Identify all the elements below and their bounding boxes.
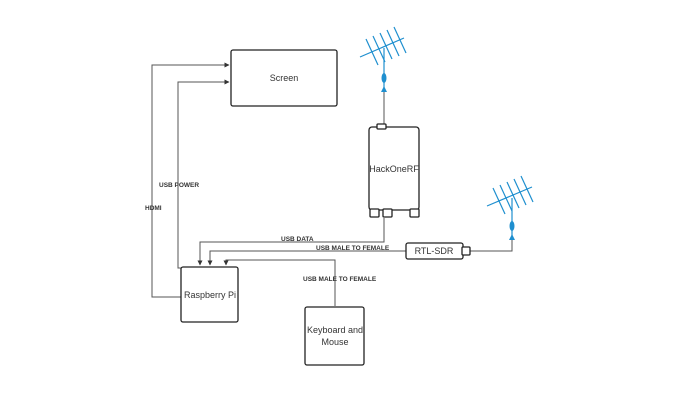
screen-label: Screen xyxy=(270,73,299,83)
keyboard-label-line1: Keyboard and xyxy=(307,325,363,335)
hackrf-node: HackOneRF xyxy=(368,123,420,218)
keyboard-mouse-node: Keyboard and Mouse xyxy=(304,306,365,366)
usb-m2f-kbd-label: USB MALE TO FEMALE xyxy=(303,276,377,283)
rtlsdr-antenna-cable xyxy=(470,232,513,252)
usb-power-label: USB POWER xyxy=(159,182,199,189)
usb-data-label: USB DATA xyxy=(281,236,314,243)
raspberry-pi-label: Raspberry Pi xyxy=(184,290,236,300)
hackrf-label: HackOneRF xyxy=(369,164,419,174)
screen-node: Screen xyxy=(230,49,338,107)
hdmi-connector xyxy=(151,62,230,298)
raspberry-pi-node: Raspberry Pi xyxy=(180,266,239,323)
yagi-antenna-icon xyxy=(486,175,534,240)
usb-data-connector xyxy=(197,218,385,266)
keyboard-label-line2: Mouse xyxy=(321,337,348,347)
rtlsdr-label: RTL-SDR xyxy=(415,246,454,256)
hdmi-label: HDMI xyxy=(145,205,162,212)
rtlsdr-node: RTL-SDR xyxy=(405,242,471,260)
usb-power-connector xyxy=(177,79,230,269)
yagi-antenna-icon xyxy=(359,26,407,92)
usb-m2f-rtl-label: USB MALE TO FEMALE xyxy=(316,245,390,252)
usb-m2f-rtl-connector xyxy=(207,250,406,266)
usb-m2f-kbd-connector xyxy=(223,259,336,306)
